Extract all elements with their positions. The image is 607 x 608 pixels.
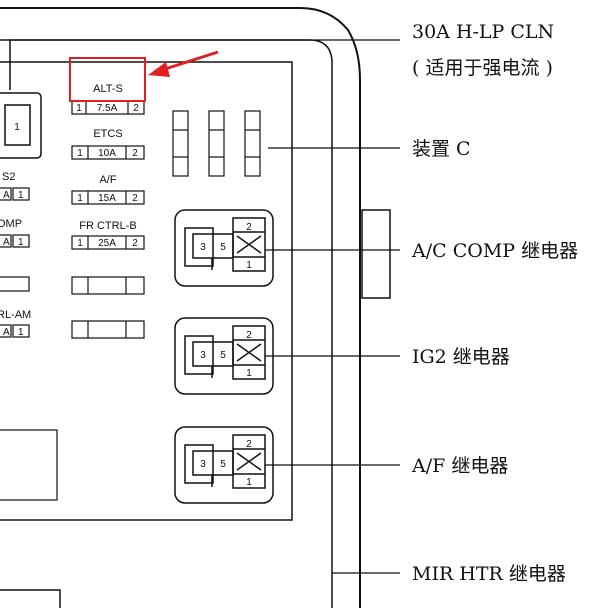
relay-ac-t5: 5 — [220, 242, 226, 253]
relay-af-t3: 3 — [200, 459, 206, 470]
side-tab — [361, 209, 391, 299]
fuse-fr-ctrl-b — [71, 235, 145, 250]
partial-cell-n2: 1 — [18, 237, 24, 248]
relay-ac-t1: 1 — [246, 260, 252, 271]
partial-label-comp: OMP — [0, 218, 22, 230]
relay-ig2-t2: 2 — [246, 330, 252, 341]
relay-ac-comp — [174, 209, 274, 287]
fuse-af-amp: 15A — [98, 193, 116, 204]
fuse-af-left: 1 — [77, 193, 83, 204]
relay-af-t1: 1 — [246, 477, 252, 488]
partial-cell-a3: A — [3, 327, 10, 338]
callout-ig2: IG2 继电器 — [412, 346, 510, 368]
fuse-af-right: 2 — [132, 193, 138, 204]
outer-housing — [0, 7, 361, 608]
partial-label-ctrlam: RL-AM — [0, 309, 31, 321]
leader-lines — [10, 39, 400, 574]
highlight-arrow — [161, 50, 219, 72]
fuse-etcs-amp: 10A — [98, 148, 116, 159]
callout-hlp-line1: 30A H-LP CLN — [412, 21, 554, 43]
fuse-alt-s-right: 2 — [133, 103, 139, 114]
partial-cell-n3: 1 — [18, 327, 24, 338]
fuse-etcs-left: 1 — [77, 148, 83, 159]
fuse-label-af: A/F — [99, 174, 116, 186]
fuse-af — [71, 190, 145, 205]
fuse-etcs-right: 2 — [132, 148, 138, 159]
fuse-fr-ctrl-b-right: 2 — [132, 238, 138, 249]
callout-mir-htr: MIR HTR 继电器 — [412, 563, 566, 585]
inner-panel — [0, 39, 333, 608]
left-box-number: 1 — [14, 122, 20, 133]
blank-fuse-slots — [71, 276, 145, 339]
partial-cell-a1: A — [3, 190, 10, 201]
relay-af-t5: 5 — [220, 459, 226, 470]
callout-hlp-line2: ( 适用于强电流 ) — [412, 57, 553, 79]
bottom-board — [0, 589, 61, 608]
callout-ac-comp: A/C COMP 继电器 — [411, 240, 578, 262]
fuse-label-fr-ctrl-b: FR CTRL-B — [79, 220, 136, 232]
highlight-box — [69, 57, 146, 102]
partial-label-s2: S2 — [2, 171, 15, 183]
relay-ac-t2: 2 — [246, 222, 252, 233]
fuse-fr-ctrl-b-amp: 25A — [98, 238, 116, 249]
partial-cell-a2: A — [3, 237, 10, 248]
fuse-board — [0, 61, 293, 521]
relay-ig2-t1: 1 — [246, 368, 252, 379]
relay-ig2-t5: 5 — [220, 350, 226, 361]
fuse-etcs — [71, 145, 145, 160]
relay-af-t2: 2 — [246, 439, 252, 450]
partial-cell-n1: 1 — [18, 190, 24, 201]
callout-device-c: 装置 C — [412, 138, 471, 160]
highlight-arrowhead — [148, 62, 170, 77]
callout-af: A/F 继电器 — [411, 455, 508, 477]
fuse-alt-s-amp: 7.5A — [97, 103, 118, 114]
left-relay-box — [0, 92, 42, 159]
relay-ig2-t3: 3 — [200, 350, 206, 361]
fuse-fr-ctrl-b-left: 1 — [77, 238, 83, 249]
fuse-label-alt-s: ALT-S — [93, 83, 123, 95]
fuse-label-etcs: ETCS — [93, 128, 122, 140]
fuse-alt-s-left: 1 — [76, 103, 82, 114]
device-c — [172, 110, 261, 177]
relay-ac-t3: 3 — [200, 242, 206, 253]
